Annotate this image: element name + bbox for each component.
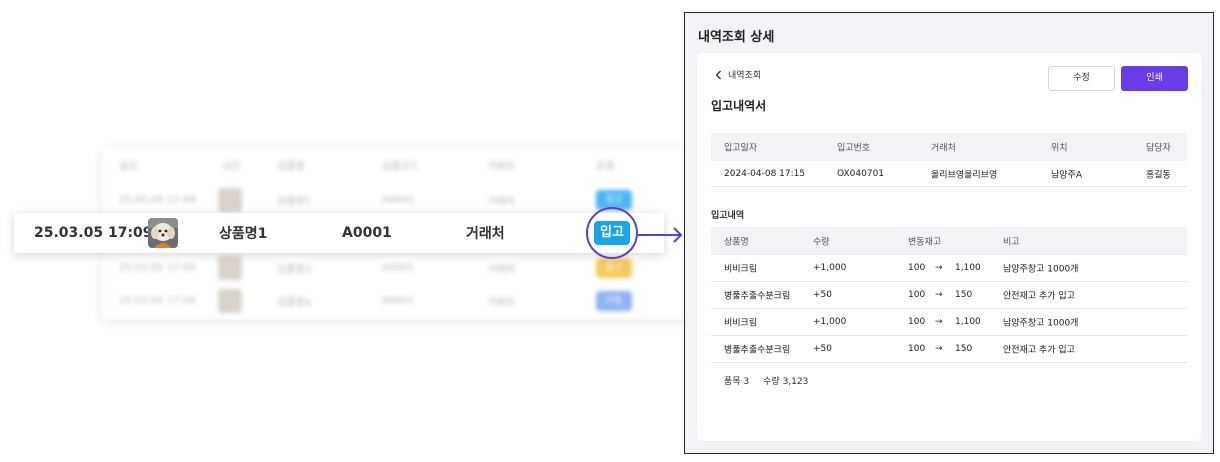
item-stock-before: 100 bbox=[908, 263, 926, 273]
item-note: 안전재고 추가 입고 bbox=[1003, 345, 1075, 356]
bg-row-vendor: 거래처 bbox=[487, 196, 515, 207]
items-header-note: 비고 bbox=[1003, 237, 1020, 248]
row-date: 25.03.05 17:09 bbox=[34, 225, 153, 241]
item-name: 병풀추출수분크림 bbox=[724, 345, 791, 356]
highlight-ring bbox=[586, 207, 638, 259]
item-stock-after: 1,100 bbox=[955, 317, 981, 327]
bg-row[interactable]: 25.03.05 17:09 상품명4 A0001 거래처 이동 bbox=[102, 284, 702, 317]
bg-row-badge: 이동 bbox=[596, 290, 632, 311]
item-note: 안전재고 추가 입고 bbox=[1003, 291, 1075, 302]
item-name: 병풀추출수분크림 bbox=[724, 291, 791, 302]
bg-row[interactable]: 25.03.05 17:09 상품명3 A0001 거래처 출고 bbox=[102, 251, 702, 284]
bg-row-vendor: 거래처 bbox=[487, 297, 515, 308]
bg-row-code: A0001 bbox=[382, 194, 415, 205]
stock-change-arrow-icon: → bbox=[935, 290, 943, 300]
bg-row-date: 25.03.05 17:09 bbox=[119, 262, 196, 273]
items-table-row: 비비크림 +1,000 100 → 1,100 남양주창고 1000개 bbox=[711, 255, 1187, 282]
item-qty: +50 bbox=[813, 290, 832, 300]
stock-change-arrow-icon: → bbox=[935, 344, 943, 354]
dog-photo-icon bbox=[148, 218, 178, 248]
bg-header-date: 일자 bbox=[119, 161, 138, 172]
info-header-number: 입고번호 bbox=[837, 143, 871, 154]
info-location: 남양주A bbox=[1051, 170, 1082, 180]
info-header-vendor: 거래처 bbox=[931, 143, 956, 154]
bg-row-photo bbox=[218, 255, 242, 280]
item-qty: +1,000 bbox=[813, 317, 847, 327]
items-header-stock: 변동재고 bbox=[908, 237, 942, 248]
document-title: 입고내역서 bbox=[711, 99, 767, 113]
bg-row-code: A0001 bbox=[382, 295, 415, 306]
arrow-right-icon bbox=[638, 227, 683, 243]
item-name: 비비크림 bbox=[724, 318, 758, 329]
back-link[interactable]: 내역조회 bbox=[715, 68, 761, 81]
print-button[interactable]: 인쇄 bbox=[1121, 66, 1188, 91]
bg-row-date: 25.03.05 17:09 bbox=[119, 295, 196, 306]
items-header-name: 상품명 bbox=[724, 237, 749, 248]
item-stock-before: 100 bbox=[908, 290, 926, 300]
items-header-qty: 수량 bbox=[813, 237, 830, 248]
edit-button[interactable]: 수정 bbox=[1048, 66, 1115, 91]
info-vendor: 올리브영올리브영 bbox=[931, 170, 998, 180]
stock-change-arrow-icon: → bbox=[935, 263, 943, 273]
bg-row-vendor: 거래처 bbox=[487, 264, 515, 275]
item-qty: +50 bbox=[813, 344, 832, 354]
bg-header-name: 상품명 bbox=[277, 161, 305, 172]
info-date: 2024-04-08 17:15 bbox=[724, 168, 806, 179]
item-qty: +1,000 bbox=[813, 263, 847, 273]
info-table-header: 입고일자 입고번호 거래처 위치 담당자 bbox=[711, 133, 1187, 161]
bg-row-badge: 입고 bbox=[596, 189, 632, 210]
bg-row[interactable]: 25.03.05 17:09 상품명1 A0001 거래처 입고 bbox=[102, 183, 702, 216]
bg-row-photo bbox=[218, 288, 242, 313]
info-header-date: 입고일자 bbox=[724, 143, 758, 154]
info-manager: 홍길동 bbox=[1146, 170, 1171, 180]
bg-header-code: 상품코드 bbox=[382, 161, 419, 172]
summary-item-count: 품목 3 bbox=[724, 377, 750, 387]
bg-row-date: 25.03.05 17:09 bbox=[119, 194, 196, 205]
row-product-name: 상품명1 bbox=[219, 226, 268, 242]
bg-row-name: 상품명4 bbox=[277, 297, 311, 308]
item-note: 남양주창고 1000개 bbox=[1003, 318, 1079, 329]
info-table-row: 2024-04-08 17:15 OX040701 올리브영올리브영 남양주A … bbox=[711, 161, 1187, 187]
highlighted-list-row[interactable]: 25.03.05 17:09 상품명1 A0001 거래처 입고 bbox=[14, 213, 664, 253]
bg-header-photo: 사진 bbox=[222, 161, 241, 172]
info-header-manager: 담당자 bbox=[1146, 143, 1171, 154]
items-table-row: 비비크림 +1,000 100 → 1,100 남양주창고 1000개 bbox=[711, 309, 1187, 336]
bg-row-name: 상품명3 bbox=[277, 264, 311, 275]
item-stock-after: 1,100 bbox=[955, 263, 981, 273]
bg-row-code: A0001 bbox=[382, 262, 415, 273]
info-header-location: 위치 bbox=[1051, 143, 1068, 154]
bg-header-vendor: 거래처 bbox=[487, 161, 515, 172]
items-table-row: 병풀추출수분크림 +50 100 → 150 안전재고 추가 입고 bbox=[711, 282, 1187, 309]
item-note: 남양주창고 1000개 bbox=[1003, 264, 1079, 275]
item-stock-before: 100 bbox=[908, 317, 926, 327]
items-section-title: 입고내역 bbox=[711, 211, 745, 221]
bg-row-photo bbox=[218, 187, 242, 212]
stock-change-arrow-icon: → bbox=[935, 317, 943, 327]
summary-total-qty: 수량 3,123 bbox=[763, 377, 809, 387]
info-number: OX040701 bbox=[837, 168, 885, 179]
item-stock-before: 100 bbox=[908, 344, 926, 354]
items-table-header: 상품명 수량 변동재고 비고 bbox=[711, 227, 1187, 255]
items-summary: 품목 3 수량 3,123 bbox=[724, 374, 808, 387]
row-product-code: A0001 bbox=[342, 225, 392, 241]
bg-row-name: 상품명1 bbox=[277, 196, 311, 207]
background-list-header: 일자 사진 상품명 상품코드 거래처 유형 bbox=[102, 148, 702, 181]
bg-header-type: 유형 bbox=[596, 161, 615, 172]
chevron-left-icon bbox=[715, 70, 721, 79]
row-vendor: 거래처 bbox=[466, 226, 505, 242]
item-name: 비비크림 bbox=[724, 264, 758, 275]
item-stock-after: 150 bbox=[955, 344, 973, 354]
bg-row-badge: 출고 bbox=[596, 257, 632, 278]
detail-card: 내역조회 수정 인쇄 입고내역서 입고일자 입고번호 거래처 위치 담당자 20… bbox=[697, 53, 1201, 441]
back-link-label: 내역조회 bbox=[728, 71, 762, 81]
items-table-row: 병풀추출수분크림 +50 100 → 150 안전재고 추가 입고 bbox=[711, 336, 1187, 363]
item-stock-after: 150 bbox=[955, 290, 973, 300]
detail-window: 내역조회 상세 내역조회 수정 인쇄 입고내역서 입고일자 입고번호 거래처 위… bbox=[684, 12, 1214, 454]
window-title: 내역조회 상세 bbox=[698, 30, 775, 45]
